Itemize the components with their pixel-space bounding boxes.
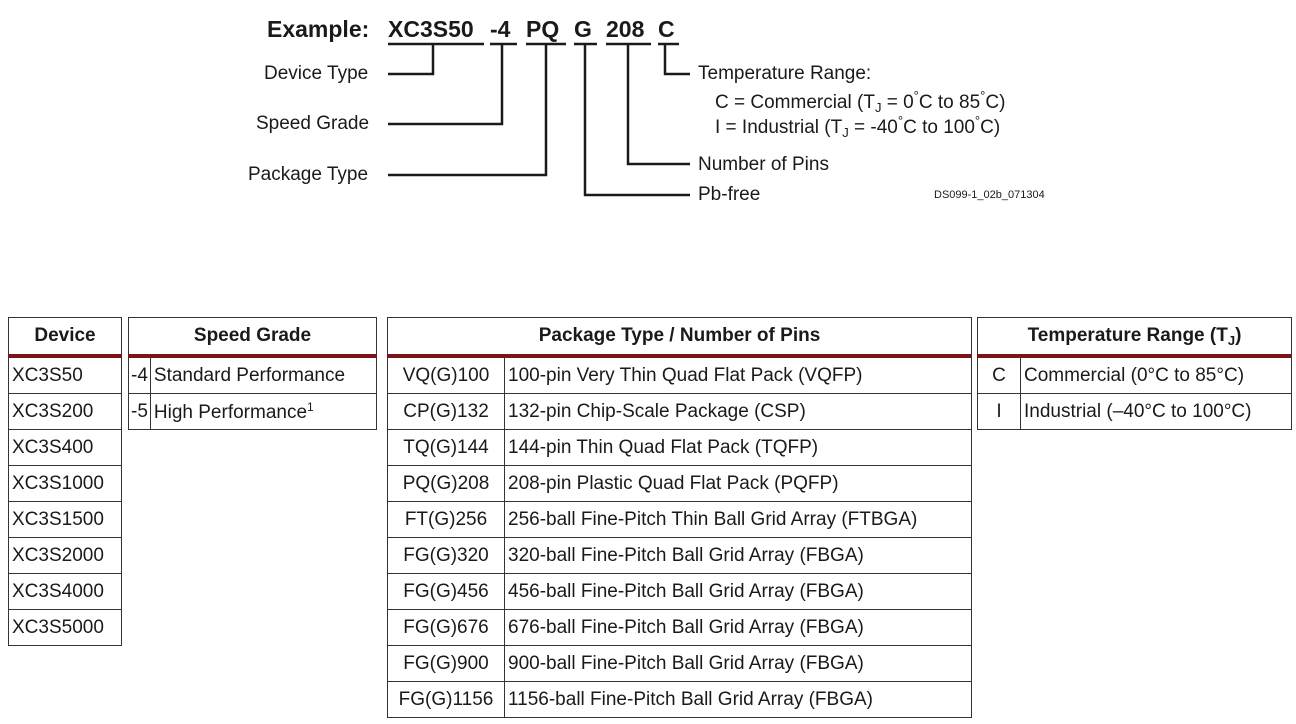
temperature-code-cell: C: [977, 355, 1021, 394]
table-row: XC3S4000: [8, 573, 122, 610]
speed-desc-text: Standard Performance: [153, 364, 346, 386]
table-row: XC3S1500: [8, 501, 122, 538]
package-code-cell: FG(G)456: [387, 573, 505, 610]
package-desc-cell: 144-pin Thin Quad Flat Pack (TQFP): [504, 429, 972, 466]
table-row: XC3S200: [8, 393, 122, 430]
package-desc-cell: 320-ball Fine-Pitch Ball Grid Array (FBG…: [504, 537, 972, 574]
package-desc-cell: 676-ball Fine-Pitch Ball Grid Array (FBG…: [504, 609, 972, 646]
package-desc-text: 132-pin Chip-Scale Package (CSP): [508, 400, 806, 422]
device-cell: XC3S5000: [8, 609, 122, 646]
footnote-marker: 1: [307, 399, 314, 414]
package-desc-text: 1156-ball Fine-Pitch Ball Grid Array (FB…: [508, 688, 873, 710]
table-row: XC3S2000: [8, 537, 122, 574]
label-package-type: Package Type: [248, 164, 369, 185]
label-industrial: I = Industrial (TJ = -40°C to 100°C): [715, 113, 1001, 140]
temperature-desc-text: Commercial (0°C to 85°C): [1024, 364, 1245, 386]
package-code-cell: PQ(G)208: [387, 465, 505, 502]
package-header: Package Type / Number of Pins: [387, 317, 972, 358]
table-row: XC3S400: [8, 429, 122, 466]
table-row: XC3S50: [8, 355, 122, 394]
figure-id: DS099-1_02b_071304: [934, 189, 1045, 201]
device-cell: XC3S400: [8, 429, 122, 466]
package-desc-cell: 100-pin Very Thin Quad Flat Pack (VQFP): [504, 355, 972, 394]
temperature-code-cell: I: [977, 393, 1021, 430]
code-speed: -4: [490, 16, 511, 42]
code-pins: 208: [606, 16, 645, 42]
package-desc-cell: 256-ball Fine-Pitch Thin Ball Grid Array…: [504, 501, 972, 538]
speed-code-cell: -5: [128, 393, 151, 430]
label-commercial: C = Commercial (TJ = 0°C to 85°C): [715, 88, 1006, 115]
package-desc-text: 900-ball Fine-Pitch Ball Grid Array (FBG…: [508, 652, 864, 674]
code-device: XC3S50: [388, 16, 474, 42]
device-cell: XC3S1000: [8, 465, 122, 502]
package-code-cell: FG(G)1156: [387, 681, 505, 718]
speed-header: Speed Grade: [128, 317, 377, 358]
package-desc-cell: 208-pin Plastic Quad Flat Pack (PQFP): [504, 465, 972, 502]
label-number-of-pins: Number of Pins: [698, 154, 829, 175]
device-cell: XC3S50: [8, 355, 122, 394]
package-code-cell: TQ(G)144: [387, 429, 505, 466]
device-cell: XC3S4000: [8, 573, 122, 610]
speed-desc-cell: Standard Performance: [149, 355, 378, 394]
label-device-type: Device Type: [264, 63, 369, 84]
package-desc-cell: 132-pin Chip-Scale Package (CSP): [504, 393, 972, 430]
package-desc-text: 100-pin Very Thin Quad Flat Pack (VQFP): [508, 364, 863, 386]
device-cell: XC3S1500: [8, 501, 122, 538]
temperature-desc-cell: Commercial (0°C to 85°C): [1020, 355, 1292, 394]
temperature-header: Temperature Range (TJ): [977, 317, 1292, 358]
connector-lines: [388, 42, 690, 197]
package-desc-cell: 456-ball Fine-Pitch Ball Grid Array (FBG…: [504, 573, 972, 610]
temperature-desc-cell: Industrial (–40°C to 100°C): [1020, 393, 1292, 430]
label-speed-grade: Speed Grade: [256, 113, 370, 134]
package-code-cell: FG(G)900: [387, 645, 505, 682]
speed-desc-cell: High Performance1: [149, 393, 378, 430]
device-header: Device: [8, 317, 122, 358]
speed-desc-text: High Performance: [153, 401, 308, 423]
package-code-cell: FG(G)676: [387, 609, 505, 646]
temperature-desc-text: Industrial (–40°C to 100°C): [1024, 400, 1252, 422]
code-temp: C: [658, 16, 675, 42]
package-desc-text: 456-ball Fine-Pitch Ball Grid Array (FBG…: [508, 580, 864, 602]
package-desc-text: 676-ball Fine-Pitch Ball Grid Array (FBG…: [508, 616, 864, 638]
package-code-cell: VQ(G)100: [387, 355, 505, 394]
package-desc-text: 320-ball Fine-Pitch Ball Grid Array (FBG…: [508, 544, 864, 566]
package-code-cell: CP(G)132: [387, 393, 505, 430]
package-desc-text: 208-pin Plastic Quad Flat Pack (PQFP): [508, 472, 839, 494]
speed-code-cell: -4: [128, 355, 151, 394]
package-desc-cell: 900-ball Fine-Pitch Ball Grid Array (FBG…: [504, 645, 972, 682]
label-temperature-range: Temperature Range:: [698, 63, 872, 84]
device-cell: XC3S2000: [8, 537, 122, 574]
code-pb: G: [574, 16, 592, 42]
table-row: XC3S1000: [8, 465, 122, 502]
example-label: Example:: [267, 16, 370, 42]
package-code-cell: FT(G)256: [387, 501, 505, 538]
package-code-cell: FG(G)320: [387, 537, 505, 574]
package-desc-text: 144-pin Thin Quad Flat Pack (TQFP): [508, 436, 819, 458]
table-row: XC3S5000: [8, 609, 122, 646]
code-package: PQ: [526, 16, 560, 42]
device-cell: XC3S200: [8, 393, 122, 430]
label-pb-free: Pb-free: [698, 184, 761, 205]
package-desc-text: 256-ball Fine-Pitch Thin Ball Grid Array…: [508, 508, 918, 530]
package-desc-cell: 1156-ball Fine-Pitch Ball Grid Array (FB…: [504, 681, 972, 718]
